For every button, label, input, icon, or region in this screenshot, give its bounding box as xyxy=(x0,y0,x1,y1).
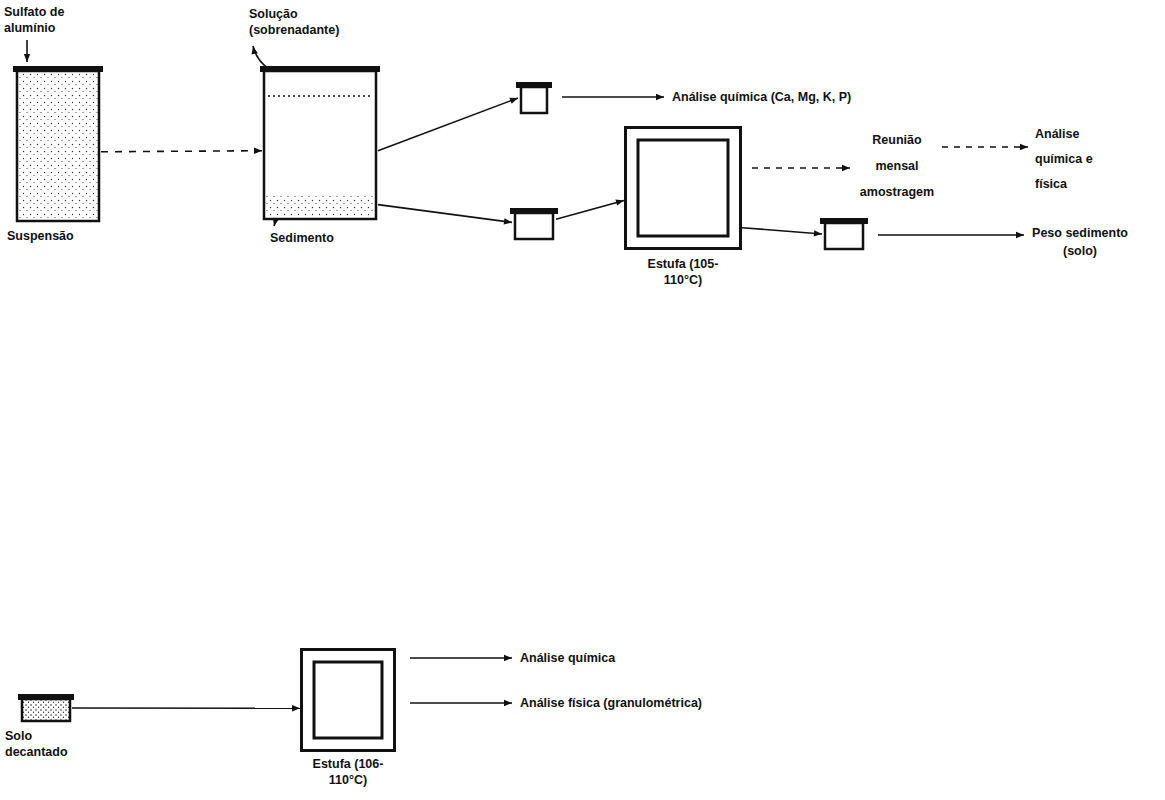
feed-arrow xyxy=(26,40,28,62)
cup-node xyxy=(512,208,556,240)
flow-arrow xyxy=(742,228,822,234)
node-caption: Estufa (106-110°C) xyxy=(303,756,393,788)
annotation-text: Análise química xyxy=(520,650,615,666)
oven-part xyxy=(638,140,728,236)
cup-shape xyxy=(518,82,550,114)
oven-node: Estufa (105-110°C) xyxy=(624,126,742,250)
node-caption: Solo decantado xyxy=(5,728,75,760)
sampling-arrow xyxy=(752,167,850,169)
cup-part xyxy=(516,82,552,88)
annotation-text: Análise química e física xyxy=(1035,122,1105,197)
soil-part xyxy=(18,694,74,700)
annotation-text: Análise física (granulométrica) xyxy=(520,695,702,711)
beaker2-node: Solução (sobrenadante)Sedimento xyxy=(262,66,378,220)
analysis-arrow xyxy=(410,702,512,704)
annotation-text: Reunião mensal amostragem xyxy=(858,127,936,205)
flow-arrow xyxy=(556,200,624,219)
annotation-text: Sulfato de alumínio xyxy=(4,4,84,36)
node-caption: Solução (sobrenadante) xyxy=(249,6,359,38)
cup-shape xyxy=(822,218,866,250)
beaker2-part xyxy=(264,71,376,219)
beaker2-part xyxy=(266,196,374,217)
soil-shape xyxy=(20,694,72,722)
flow-arrow xyxy=(378,205,512,223)
sampling-arrow xyxy=(942,146,1028,148)
soil-node: Solo decantado xyxy=(20,694,72,722)
flow-arrow xyxy=(72,707,300,709)
oven-shape xyxy=(624,126,742,250)
cup-part xyxy=(510,208,558,214)
beaker-part xyxy=(13,66,103,72)
oven-part xyxy=(314,662,382,738)
beaker2-part xyxy=(260,66,380,72)
soil-part xyxy=(22,699,70,721)
oven-shape xyxy=(300,648,396,752)
weight-arrow xyxy=(878,234,1024,236)
cup-node xyxy=(822,218,866,250)
flow-arrow xyxy=(101,151,262,152)
cup-part xyxy=(521,87,547,113)
flow-arrow xyxy=(378,98,518,151)
cup-shape xyxy=(512,208,556,240)
annotation-text: Peso sedimento (solo) xyxy=(1030,224,1130,260)
cup-part xyxy=(515,213,553,239)
annotation-text: Análise química (Ca, Mg, K, P) xyxy=(672,89,851,105)
beaker-part xyxy=(17,71,99,221)
beaker2-part xyxy=(268,95,372,96)
analysis-arrow xyxy=(410,657,512,659)
node-caption: Suspensão xyxy=(7,228,74,244)
oven-node: Estufa (106-110°C) xyxy=(300,648,396,752)
analysis-arrow xyxy=(562,96,664,98)
oven-part xyxy=(626,128,741,249)
cup-part xyxy=(820,218,868,224)
beaker2-shape xyxy=(262,66,378,220)
beaker-node: Suspensão xyxy=(15,66,101,222)
node-caption: Estufa (105-110°C) xyxy=(638,256,728,288)
cup-part xyxy=(825,223,863,249)
node-caption: Sedimento xyxy=(270,230,334,246)
cup-node xyxy=(518,82,550,114)
oven-part xyxy=(302,650,395,751)
beaker-shape xyxy=(15,66,101,222)
